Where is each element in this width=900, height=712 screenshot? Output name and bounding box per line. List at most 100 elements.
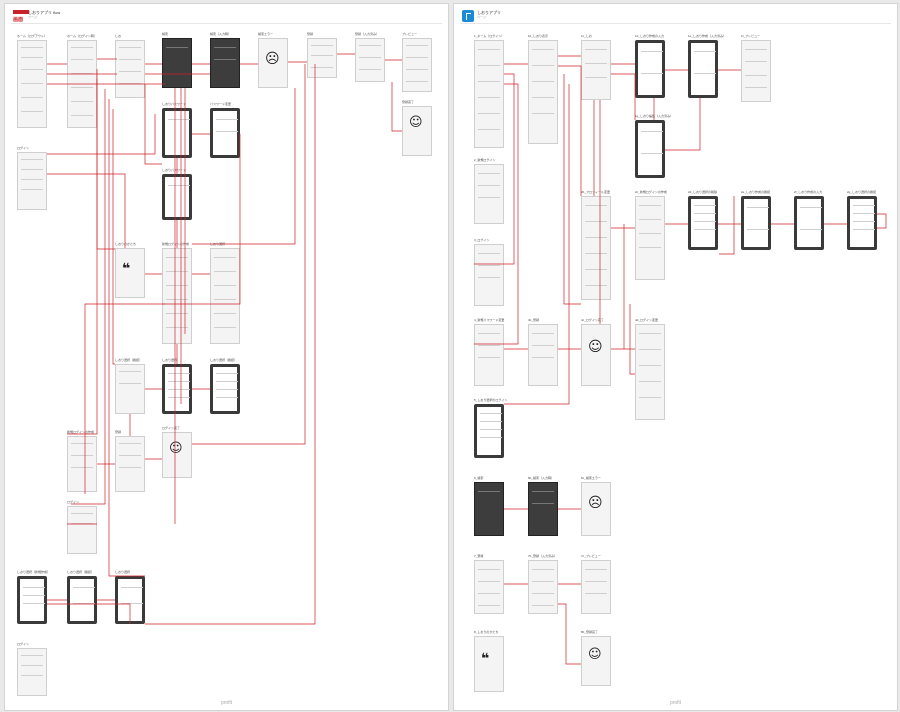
screen-label: しおり選択 (115, 570, 131, 574)
screen-body (17, 648, 47, 696)
brand-logo-icon (13, 10, 29, 14)
screen-body (635, 196, 665, 280)
quote-icon: ❝ (481, 651, 490, 667)
screen-body (17, 40, 47, 128)
right-flow-connectors (474, 55, 887, 665)
screen-label: 4b_登録 (528, 318, 540, 322)
screen-label: 6c_検索エラー (581, 476, 601, 480)
smile-face-icon: ☺ (169, 441, 183, 456)
screen-body (635, 120, 665, 178)
left-board-heading: 画面 (13, 17, 24, 23)
screen-body (581, 40, 611, 100)
screen-label: 1_ホーム（ログイン） (474, 34, 505, 38)
screen-label: 1b_しおり表示 (528, 34, 549, 38)
screen-label: 検索（入力時） (210, 32, 232, 36)
screen-label: 2e_しおり作成の確認 (741, 190, 771, 194)
screen-label: しおり選択（確認） (67, 570, 95, 574)
screen-label: ログイン (17, 642, 30, 646)
screen-body (17, 576, 47, 624)
right-board: しおりアプリ ページ 1_ホーム（ログイン） 1b_しおり表示 1c_しお 1d… (453, 3, 898, 711)
left-divider (11, 23, 442, 24)
left-board-header: しおりアプリ flow ページ 画面 (13, 10, 433, 23)
screen-label: 2b_プロフィール変更 (581, 190, 610, 194)
screen-label: 登録（入力済み） (355, 32, 380, 36)
screen-label: 2d_しおり選択の削除 (688, 190, 718, 194)
right-divider (460, 23, 891, 24)
screen-body (635, 40, 665, 98)
screen-body (162, 248, 192, 344)
screen-body (635, 324, 665, 420)
screen-body (474, 164, 504, 224)
sad-face-icon: ☹ (588, 495, 603, 511)
screen-label: しおり選択（確認） (115, 358, 143, 362)
screen-body: ☹ (258, 38, 288, 88)
right-board-title: しおりアプリ (477, 10, 501, 15)
right-board-footer: profit (669, 700, 682, 706)
screen-body (355, 38, 385, 82)
screen-label: 2c_新規ログインの作成 (635, 190, 667, 194)
screen-body (847, 196, 877, 250)
screen-label: しおりパスワード (162, 168, 187, 172)
screen-body (17, 152, 47, 210)
right-board-subtitle: ページ (477, 15, 486, 19)
screen-body (210, 108, 240, 158)
screen-body (474, 560, 504, 614)
screen-label: 新規ログインの作成 (162, 242, 190, 246)
screen-body: ☺ (581, 324, 611, 386)
screen-label: 検索エラー (258, 32, 274, 36)
screen-label: ホーム（ログイン時） (67, 34, 97, 38)
screen-label: 4_新規パスワード変更 (474, 318, 505, 322)
screen-body (67, 576, 97, 624)
screen-body (741, 40, 771, 102)
screen-label: 登録完了 (402, 100, 415, 104)
screen-body: ❝ (115, 248, 145, 298)
screen-body (67, 506, 97, 554)
screen-label: しおりパスワード (162, 102, 187, 106)
screen-body: ☺ (402, 106, 432, 156)
screen-label: ホーム（ログアウト） (17, 34, 47, 38)
screen-body (115, 436, 145, 492)
screen-label: しおり選択（確認） (210, 358, 238, 362)
screen-body (162, 108, 192, 158)
screen-label: 5_しおり選択のログイン (474, 398, 508, 402)
screen-label: 2g_しおり選択の確認 (847, 190, 877, 194)
screen-body (741, 196, 771, 250)
app-logo-icon (462, 10, 474, 22)
screen-body (688, 196, 718, 250)
screen-label: 登録 (307, 32, 314, 36)
screen-body: ☺ (162, 432, 192, 478)
screen-body (210, 364, 240, 414)
left-board-footer: profit (220, 700, 233, 706)
screen-label: 検索 (162, 32, 169, 36)
screen-body (474, 244, 504, 306)
screen-body (581, 560, 611, 614)
smile-face-icon: ☺ (588, 647, 602, 662)
left-board: しおりアプリ flow ページ 画面 ホーム（ログアウト） ホーム（ログイン時）… (4, 3, 449, 711)
screen-label: しおり選択 (162, 358, 178, 362)
screen-label: 4d_ログイン変更 (635, 318, 659, 322)
screen-label: 6_検索 (474, 476, 484, 480)
screen-label: 2_新規ログイン (474, 158, 496, 162)
screen-label: しお (115, 34, 122, 38)
screen-body (402, 38, 432, 92)
screen-body (210, 38, 240, 88)
screen-body (162, 364, 192, 414)
screen-label: ログイン完了 (162, 426, 181, 430)
screen-body: ❝ (474, 636, 504, 692)
left-board-subtitle: ページ (28, 15, 37, 19)
screen-body (581, 196, 611, 300)
screen-label: 7_登録 (474, 554, 484, 558)
screen-body (307, 38, 337, 78)
screen-label: 新規ログインの作成 (67, 430, 95, 434)
screen-body (528, 482, 558, 536)
left-flow-connectors (47, 53, 402, 625)
screen-label: しおりのかたち (115, 242, 137, 246)
screen-label: 6b_検索（入力時） (528, 476, 555, 480)
screen-label: ログイン (17, 146, 30, 150)
screen-label: プレビュー (402, 32, 418, 36)
screen-body (794, 196, 824, 250)
screen-label: 1f_プレビュー (741, 34, 761, 38)
screen-label: 登録 (115, 430, 122, 434)
screen-body (528, 560, 558, 614)
screen-body (474, 482, 504, 536)
